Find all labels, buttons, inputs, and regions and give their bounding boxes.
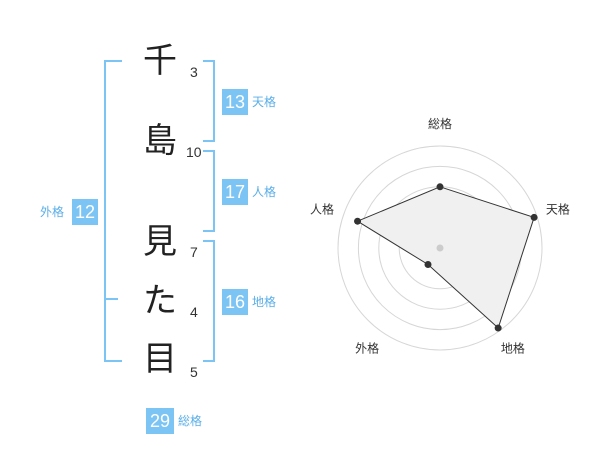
stroke-count-5: 5 — [190, 364, 198, 380]
gaikaku-bracket — [104, 60, 122, 362]
stroke-count-3: 7 — [190, 244, 198, 260]
tenkaku-bracket — [203, 60, 215, 142]
radar-point — [530, 213, 538, 221]
radar-axis-label: 天格 — [546, 202, 570, 217]
chikaku-bracket — [203, 240, 215, 362]
radar-center-dot — [436, 244, 444, 252]
soukaku-badge: 29 — [146, 408, 174, 434]
chikaku-badge: 16 — [222, 289, 248, 315]
name-char-4: た — [143, 281, 177, 321]
stroke-count-4: 4 — [190, 304, 198, 320]
jinkaku-bracket — [203, 150, 215, 232]
jinkaku-label: 人格 — [252, 185, 277, 199]
soukaku-label: 総格 — [178, 414, 203, 428]
tenkaku-label: 天格 — [252, 95, 277, 109]
radar-point — [354, 217, 362, 225]
name-char-2: 島 — [143, 121, 177, 161]
radar-axis-label: 総格 — [428, 116, 452, 131]
stroke-count-2: 10 — [186, 144, 202, 160]
tenkaku-badge: 13 — [222, 89, 248, 115]
name-char-3: 見 — [143, 222, 177, 262]
radar-axis-label: 外格 — [355, 340, 379, 355]
gaikaku-badge: 12 — [72, 199, 98, 225]
gaikaku-label: 外格 — [40, 205, 65, 219]
name-char-1: 千 — [143, 41, 177, 81]
radar-axis-label: 地格 — [501, 340, 525, 355]
radar-point — [494, 324, 502, 332]
name-char-5: 目 — [143, 339, 177, 379]
gaikaku-bracket-tick — [104, 298, 118, 300]
radar-point — [436, 183, 444, 191]
radar-axis-label: 人格 — [310, 202, 334, 217]
radar-point — [424, 261, 432, 269]
jinkaku-badge: 17 — [222, 179, 248, 205]
radar-ring — [337, 145, 543, 351]
radar-polygon — [356, 186, 535, 329]
chikaku-label: 地格 — [252, 295, 277, 309]
stroke-count-1: 3 — [190, 64, 198, 80]
